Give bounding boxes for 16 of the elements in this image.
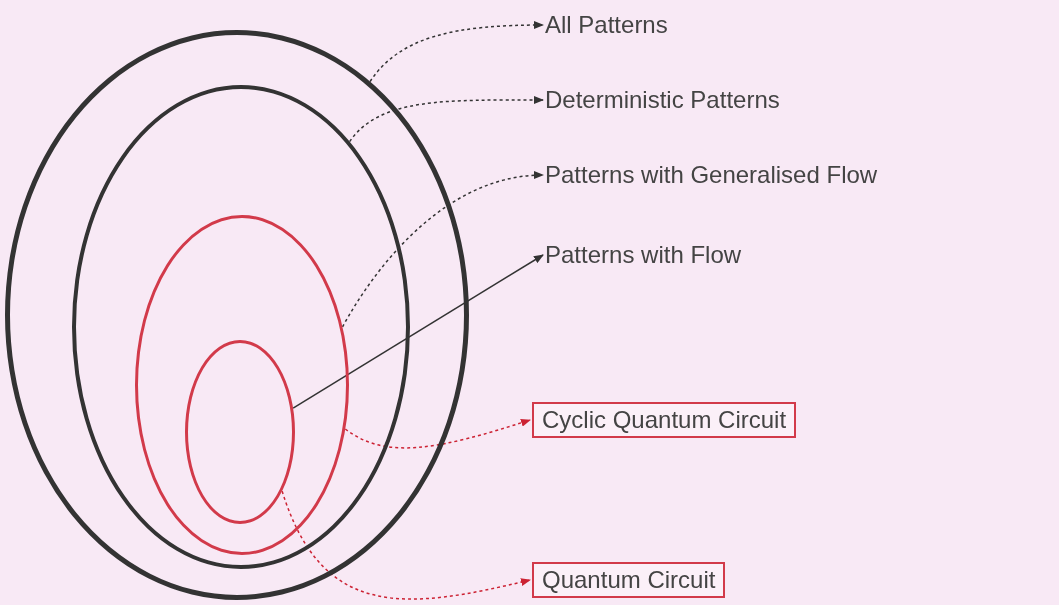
ellipse: [5, 30, 469, 600]
boxed-label: Quantum Circuit: [532, 562, 726, 598]
leader-arrow: [281, 490, 531, 600]
leader-arrow: [348, 96, 544, 143]
set-label: Patterns with Generalised Flow: [545, 161, 878, 189]
set-label: Deterministic Patterns: [545, 86, 780, 114]
leader-arrow: [341, 171, 544, 328]
leader-arrow: [369, 21, 544, 83]
set-label: All Patterns: [545, 11, 668, 39]
ellipse: [185, 340, 295, 524]
set-label: Patterns with Flow: [545, 241, 742, 269]
ellipse: [72, 85, 410, 569]
ellipse: [135, 215, 349, 555]
leader-arrow: [292, 254, 544, 409]
leader-arrow: [344, 418, 531, 449]
boxed-label: Cyclic Quantum Circuit: [532, 402, 797, 438]
